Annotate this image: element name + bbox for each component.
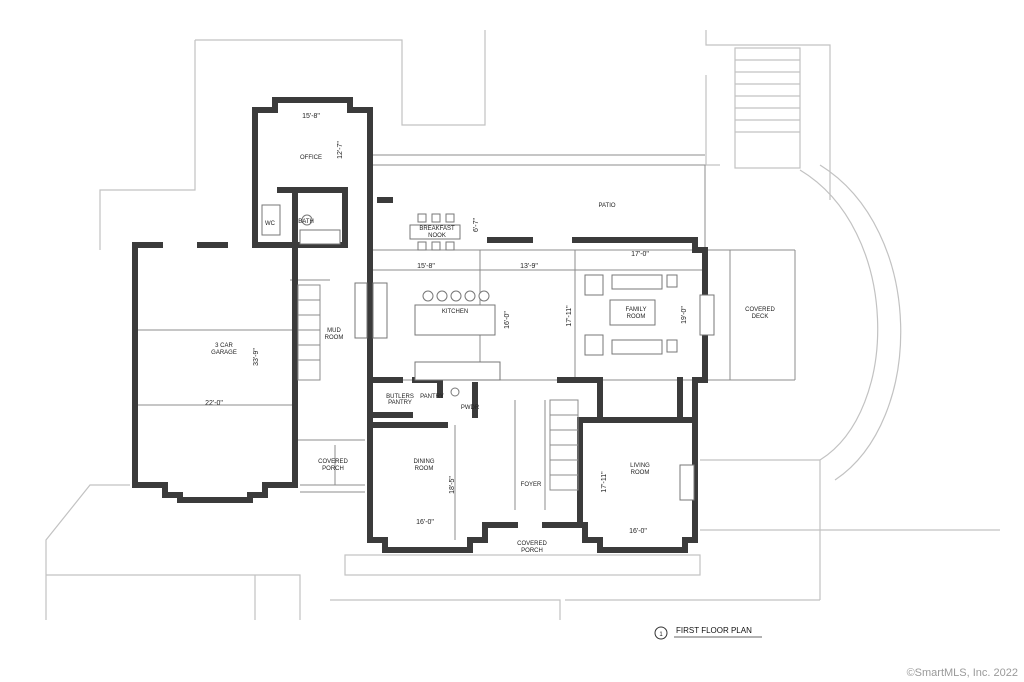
room-pwdr-label: PWDR <box>461 405 480 411</box>
room-covered-porch-front-label: COVERED <box>517 541 547 547</box>
room-deck-label: DECK <box>752 314 769 320</box>
hall-width-dim: 13'-9" <box>520 263 538 270</box>
room-nook-label: NOOK <box>428 233 446 239</box>
dining-width-dim: 16'-0" <box>416 519 434 526</box>
room-porch-side-label: PORCH <box>322 466 344 472</box>
room-bath-label: BATH <box>298 219 314 225</box>
deck-depth-dim: 19'-0" <box>681 306 688 324</box>
family-depth-dim: 17'-11" <box>566 305 573 327</box>
room-dining-label: DINING <box>414 459 435 465</box>
nook-depth-dim: 6'-7" <box>473 218 480 232</box>
plan-number: 1 <box>659 632 663 638</box>
stairs <box>297 284 579 493</box>
living-width-dim: 16'-0" <box>629 528 647 535</box>
room-office-label: OFFICE <box>300 155 322 161</box>
plan-number-circle <box>654 626 668 640</box>
room-porch-front-label: PORCH <box>521 548 543 554</box>
garage-width-dim: 22'-0" <box>205 400 223 407</box>
kitchen-depth-dim: 16'-0" <box>504 311 511 329</box>
room-kitchen-label: KITCHEN <box>442 309 468 315</box>
interior-lines <box>135 154 796 540</box>
room-patio-label: PATIO <box>598 203 615 209</box>
room-family-label: FAMILY <box>626 307 647 313</box>
room-wc-label: WC <box>265 221 276 227</box>
plan-title-block: 1 FIRST FLOOR PLAN <box>654 626 762 640</box>
room-foyer-label: FOYER <box>521 482 542 488</box>
copyright-text: ©SmartMLS, Inc. 2022 <box>907 667 1018 679</box>
dining-depth-dim: 18'-5" <box>449 476 456 494</box>
room-butlers-label: BUTLERS <box>386 394 414 400</box>
room-garage-count-label: 3 CAR <box>215 343 233 349</box>
room-butlers-pantry-label: PANTRY <box>388 400 412 406</box>
furniture <box>261 204 715 501</box>
room-mud-label: MUD <box>327 328 341 334</box>
interior-walls <box>277 187 698 523</box>
kitchen-width-dim: 15'-8" <box>417 263 435 270</box>
site-outline <box>45 30 1000 620</box>
exterior-walls <box>132 97 708 553</box>
room-labels: OFFICE WC BATH BREAKFAST NOOK PATIO KITC… <box>211 155 775 554</box>
room-dining-room-label: ROOM <box>415 466 434 472</box>
room-garage-label: GARAGE <box>211 350 237 356</box>
plan-title: FIRST FLOOR PLAN <box>676 626 752 635</box>
garage-depth-dim: 33'-9" <box>253 348 260 366</box>
office-depth-dim: 12'-7" <box>337 141 344 159</box>
room-covered-deck-label: COVERED <box>745 307 775 313</box>
room-pantry-label: PANTRY <box>420 394 444 400</box>
room-living-room-label: ROOM <box>631 470 650 476</box>
room-covered-porch-side-label: COVERED <box>318 459 348 465</box>
room-living-label: LIVING <box>630 463 650 469</box>
room-family-room-label: ROOM <box>627 314 646 320</box>
living-depth-dim: 17'-11" <box>601 471 608 493</box>
dimension-labels: 15'-8" 12'-7" 6'-7" 15'-8" 13'-9" 17'-0"… <box>205 113 688 535</box>
office-width-dim: 15'-8" <box>302 113 320 120</box>
room-breakfast-label: BREAKFAST <box>419 226 455 232</box>
family-width-dim: 17'-0" <box>631 251 649 258</box>
room-mud-room-label: ROOM <box>325 335 344 341</box>
